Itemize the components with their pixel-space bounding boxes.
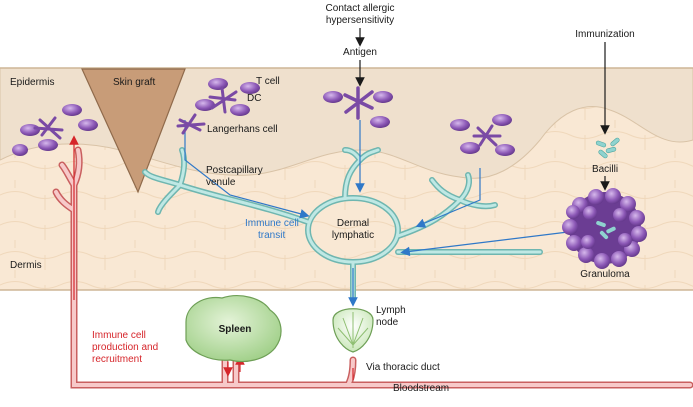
bacilli-label: Bacilli	[592, 164, 618, 175]
contact-allergic-label-2: hypersensitivity	[326, 15, 394, 26]
langerhans-label: Langerhans cell	[207, 124, 278, 135]
granuloma-drainage-arrow	[400, 231, 569, 257]
langerhans-cell	[176, 113, 206, 135]
cell	[492, 114, 512, 126]
cell	[62, 104, 82, 116]
skin-graft	[81, 68, 186, 194]
spleen	[185, 295, 282, 363]
postcapillary-label-1: Postcapillary	[206, 165, 263, 176]
immune-production-label-3: recruitment	[92, 354, 142, 365]
flow-arrows	[69, 28, 610, 380]
immune-production-label-2: production and	[92, 342, 158, 353]
dermal-lymphatic-label-2: lymphatic	[332, 230, 374, 241]
dendritic-cell	[33, 116, 64, 140]
labels: Epidermis Dermis Skin graft T cell DC La…	[10, 3, 635, 394]
t-cell	[195, 99, 215, 111]
cell	[495, 144, 515, 156]
epidermis-label: Epidermis	[10, 77, 54, 88]
antigen-presenting-dc	[343, 86, 374, 120]
t-cell-label: T cell	[256, 76, 280, 87]
dc-cell	[208, 86, 238, 114]
cell	[78, 119, 98, 131]
dendritic-cell	[472, 124, 502, 147]
cell	[323, 91, 343, 103]
cell	[12, 144, 28, 156]
bacilli	[595, 137, 620, 159]
lymph-node	[332, 308, 374, 353]
epidermal-cell-migration-arrow	[415, 168, 481, 228]
bloodstream-label: Bloodstream	[393, 383, 449, 394]
lymph-node-label-1: Lymph	[376, 305, 406, 316]
cell	[373, 91, 393, 103]
immune-transit-label-2: transit	[258, 230, 285, 241]
skin-layers	[0, 67, 693, 291]
thoracic-duct-label: Via thoracic duct	[366, 362, 440, 373]
cell	[370, 116, 390, 128]
contact-allergic-label-1: Contact allergic	[326, 3, 395, 14]
cell	[460, 142, 480, 154]
dc-label: DC	[247, 93, 261, 104]
antigen-label: Antigen	[343, 47, 377, 58]
t-cell	[230, 104, 250, 116]
dermis-label: Dermis	[10, 260, 42, 271]
cell	[20, 124, 40, 136]
immune-transit-label-1: Immune cell	[245, 218, 299, 229]
langerhans-migration-arrow	[184, 120, 310, 219]
granuloma	[562, 188, 647, 269]
t-cell	[240, 82, 260, 94]
skin-graft-label: Skin graft	[113, 77, 155, 88]
dermal-lymphatic-label-1: Dermal	[337, 218, 369, 229]
t-cell	[208, 78, 228, 90]
postcapillary-label-2: venule	[206, 177, 236, 188]
immune-production-label-1: Immune cell	[92, 330, 146, 341]
spleen-label: Spleen	[219, 324, 252, 335]
cell	[450, 119, 470, 131]
immune-cells	[12, 78, 647, 269]
cell	[38, 139, 58, 151]
granuloma-label: Granuloma	[580, 269, 630, 280]
immunization-label: Immunization	[575, 29, 634, 40]
lymph-node-label-2: node	[376, 317, 399, 328]
